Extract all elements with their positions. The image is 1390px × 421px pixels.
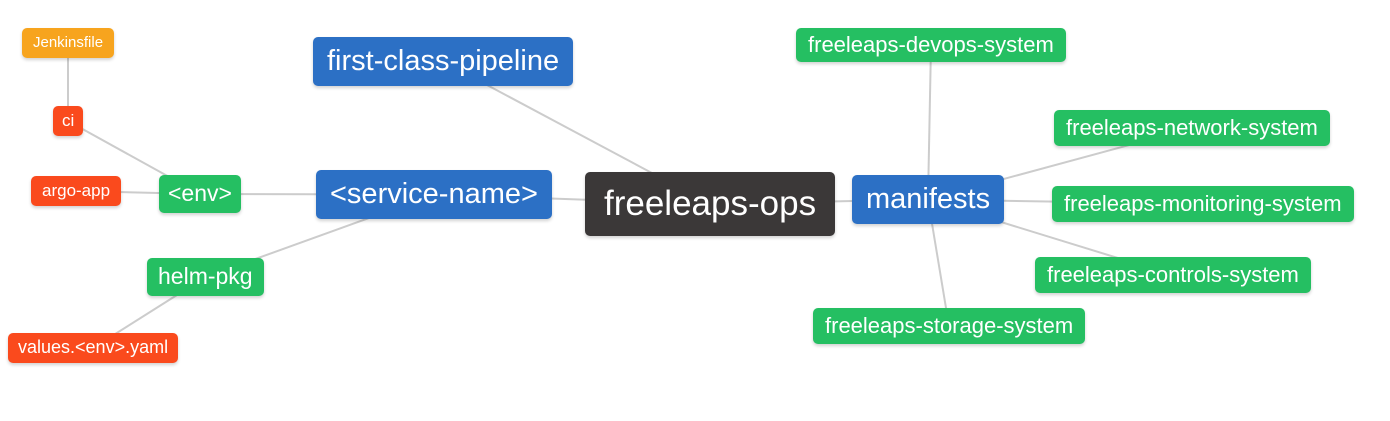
mindmap-node-env[interactable]: <env> [159, 175, 241, 213]
mindmap-node-network-system[interactable]: freeleaps-network-system [1054, 110, 1330, 147]
mindmap-node-monitoring-system[interactable]: freeleaps-monitoring-system [1052, 186, 1354, 223]
mindmap-node-jenkinsfile[interactable]: Jenkinsfile [22, 28, 115, 58]
mindmap-node-manifests[interactable]: manifests [852, 175, 1005, 224]
mindmap-node-controls-system[interactable]: freeleaps-controls-system [1035, 257, 1311, 294]
mindmap-node-values-env-yaml[interactable]: values.<env>.yaml [8, 333, 179, 363]
mindmap-node-storage-system[interactable]: freeleaps-storage-system [813, 308, 1086, 345]
mindmap-node-devops-system[interactable]: freeleaps-devops-system [796, 28, 1066, 63]
mindmap-node-ci[interactable]: ci [53, 106, 84, 137]
mindmap-node-first-class-pipeline[interactable]: first-class-pipeline [313, 37, 574, 86]
mindmap-node-argo-app[interactable]: argo-app [31, 176, 122, 207]
mindmap-edge-manifests--devops-system [927, 44, 932, 200]
mindmap-node-service-name[interactable]: <service-name> [316, 170, 552, 219]
mindmap-node-helm-pkg[interactable]: helm-pkg [147, 258, 264, 296]
mindmap-node-freeleaps-ops[interactable]: freeleaps-ops [585, 172, 836, 236]
